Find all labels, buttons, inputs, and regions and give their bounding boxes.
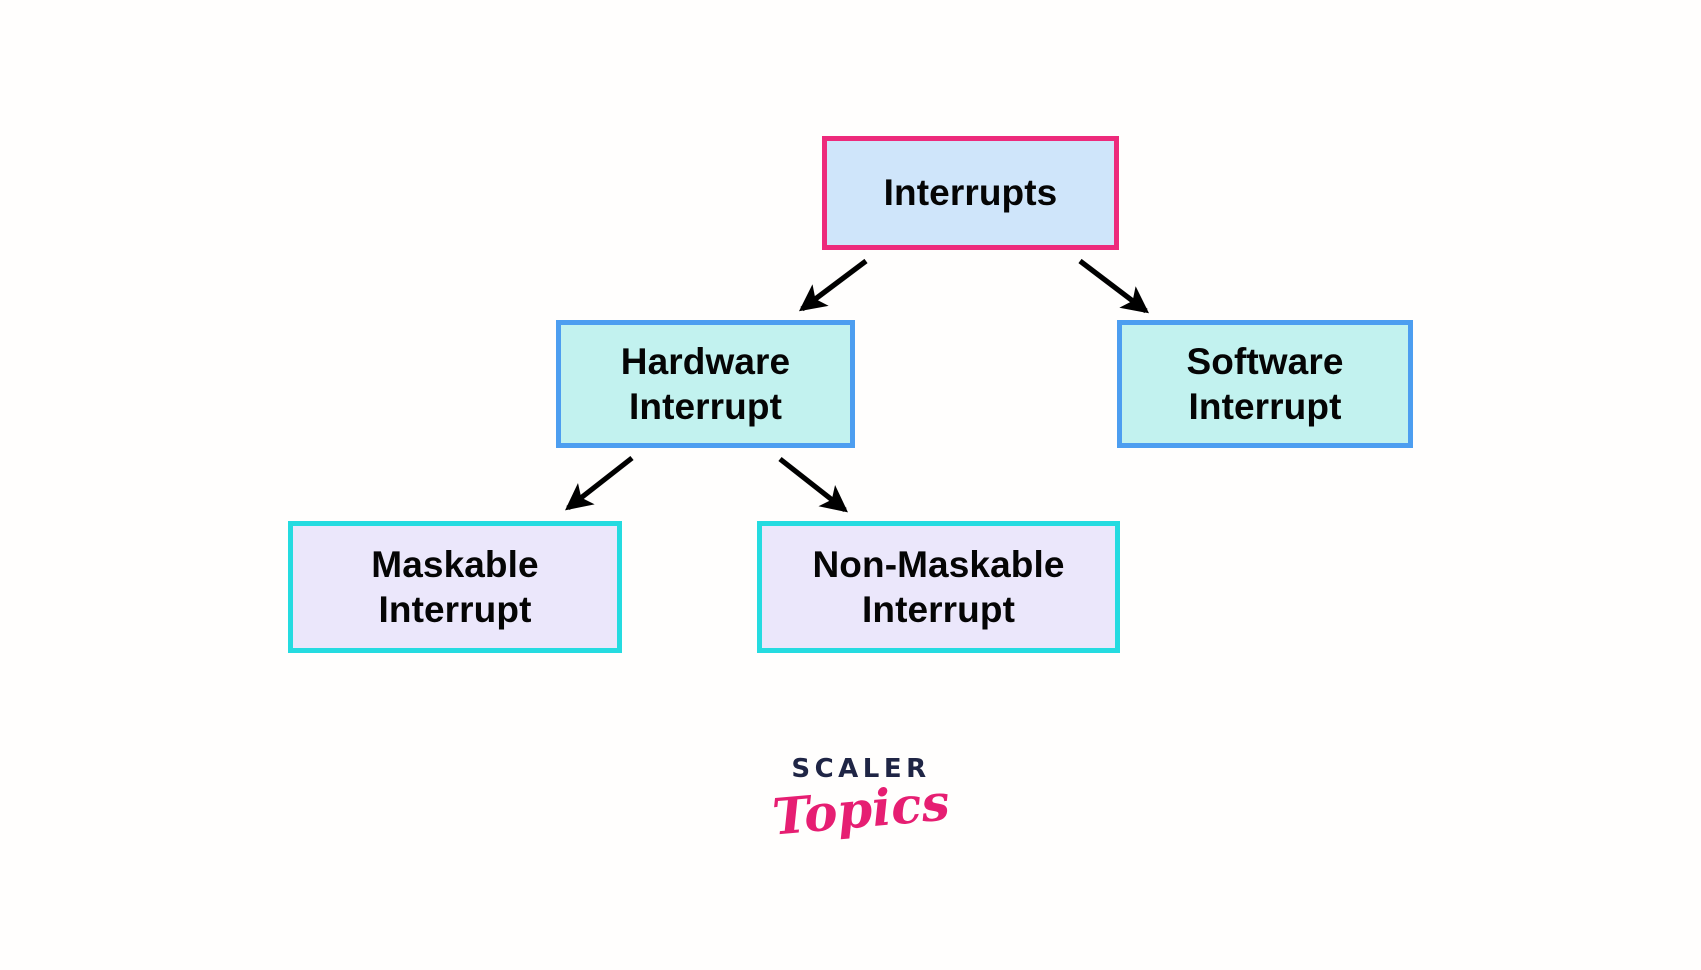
node-hardware-interrupt[interactable]: Hardware Interrupt [556, 320, 855, 448]
edge-root-to-hardware [798, 258, 868, 312]
node-hardware-interrupt-label: Hardware Interrupt [620, 340, 791, 427]
edge-root-to-software [1078, 258, 1150, 314]
node-interrupts-label: Interrupts [883, 172, 1058, 214]
node-non-maskable-interrupt-label: Non-Maskable Interrupt [812, 543, 1065, 630]
node-maskable-interrupt[interactable]: Maskable Interrupt [288, 521, 622, 653]
node-software-interrupt[interactable]: Software Interrupt [1117, 320, 1413, 448]
topics-script-wordmark: Topics [770, 772, 952, 847]
node-non-maskable-interrupt[interactable]: Non-Maskable Interrupt [757, 521, 1120, 653]
scaler-wordmark: SCALER [791, 754, 931, 784]
node-interrupts[interactable]: Interrupts [822, 136, 1119, 250]
node-software-interrupt-label: Software Interrupt [1186, 340, 1344, 427]
scaler-topics-logo: SCALER Topics [766, 756, 956, 866]
edge-hardware-to-non-maskable [778, 456, 848, 513]
edge-hardware-to-maskable [565, 455, 634, 511]
node-maskable-interrupt-label: Maskable Interrupt [371, 543, 539, 630]
